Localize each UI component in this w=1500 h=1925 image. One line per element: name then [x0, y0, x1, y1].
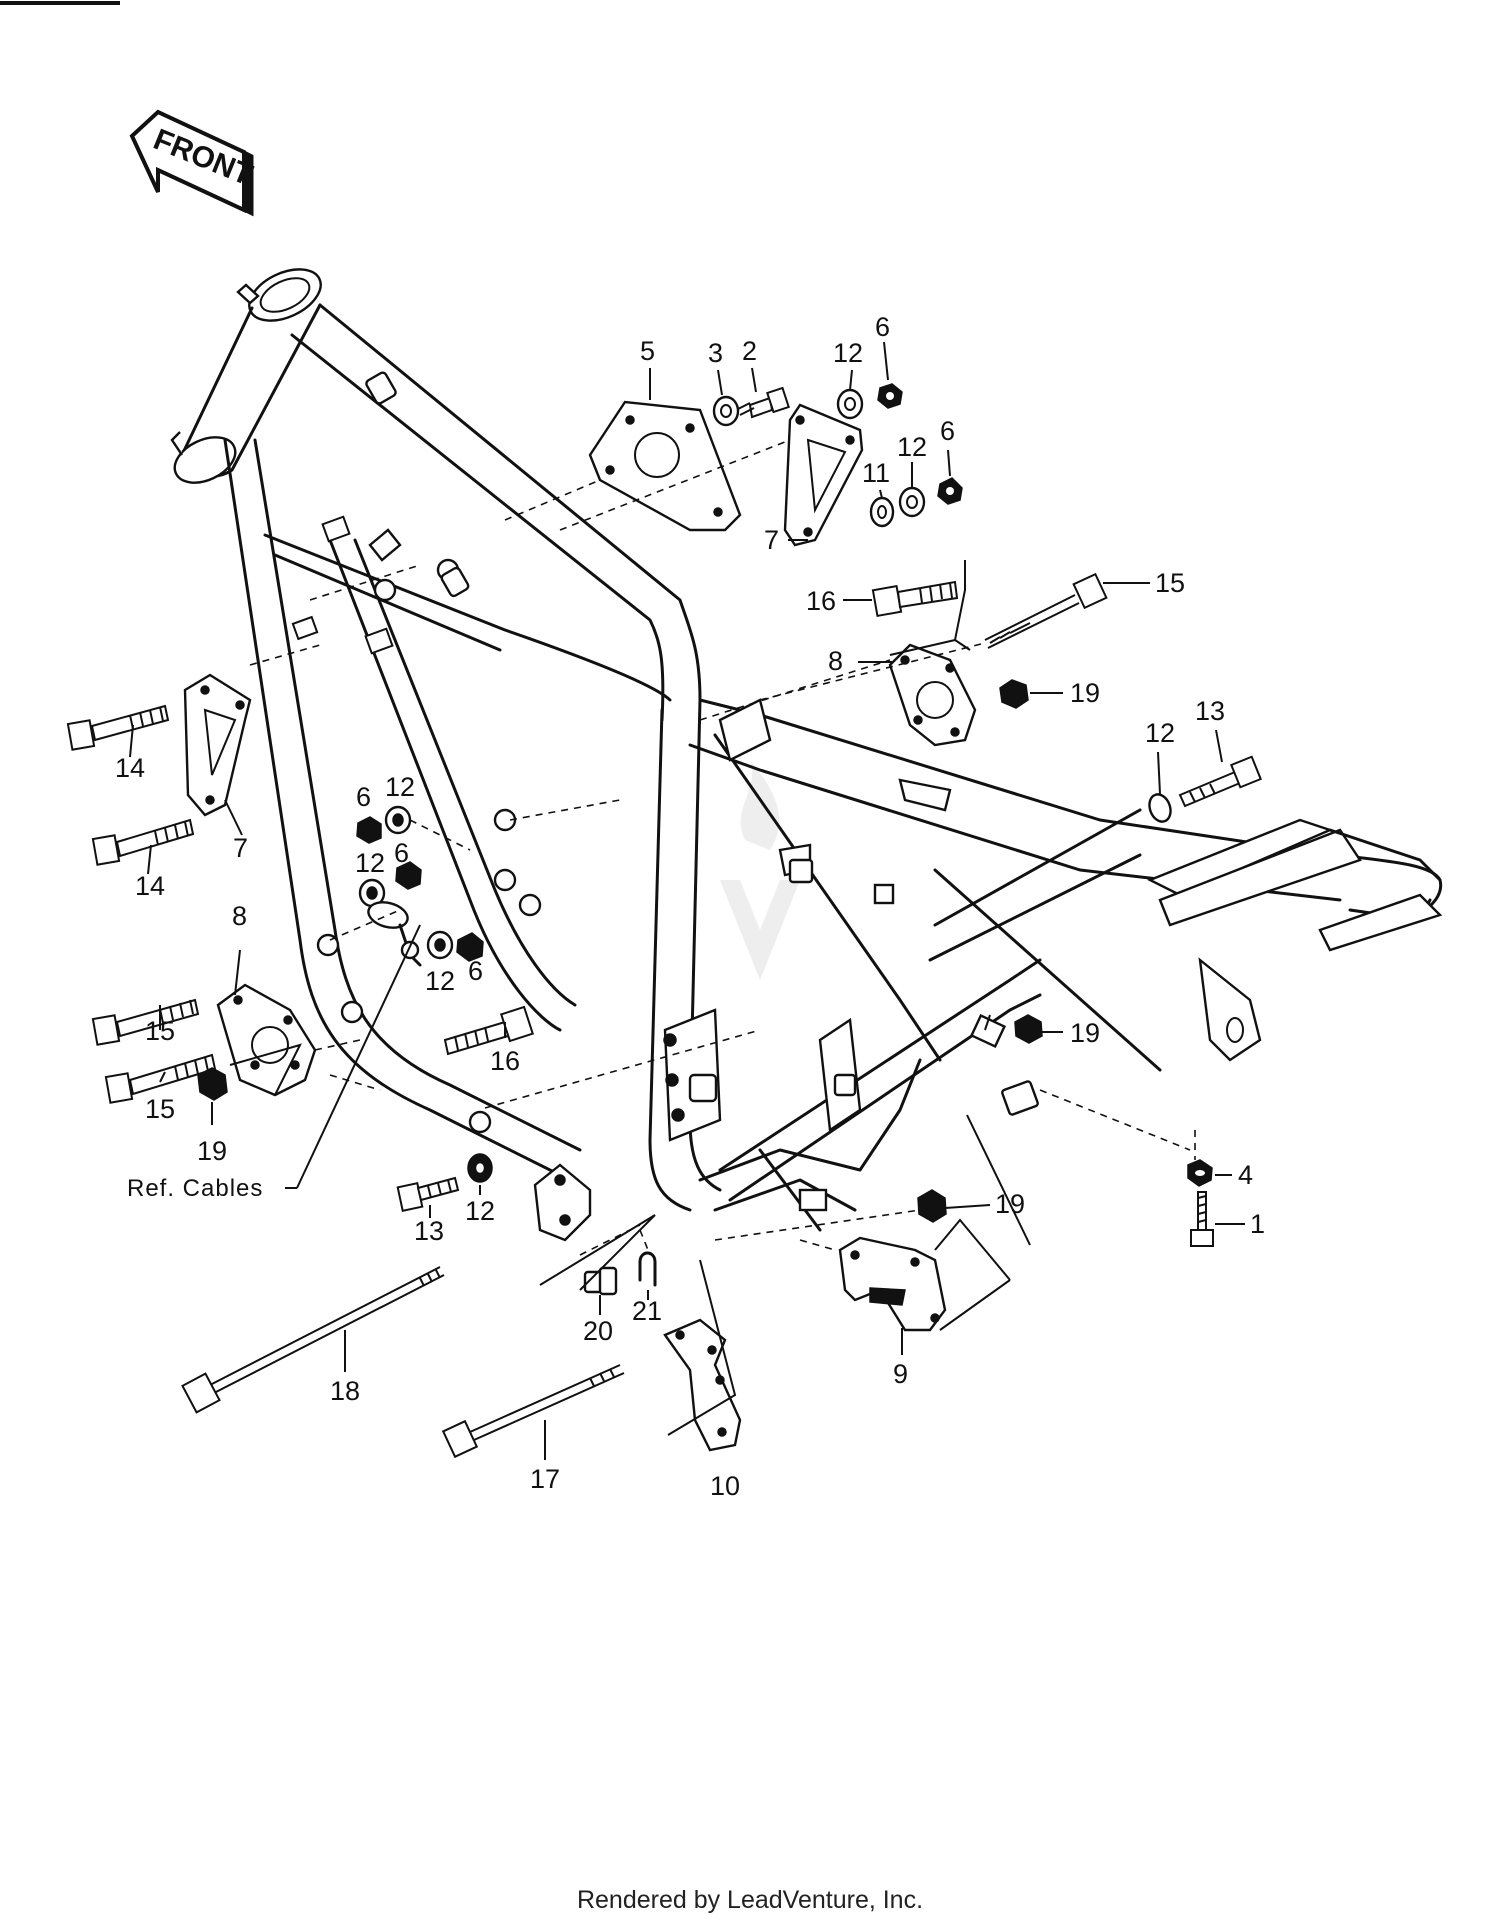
callout-18: 18: [330, 1376, 360, 1406]
washer-11: [869, 496, 895, 528]
reference-label: Ref. Cables: [127, 1175, 263, 1202]
engine-bracket-9: [838, 1236, 947, 1332]
callout-12: 12: [425, 966, 455, 996]
callout-15: 15: [145, 1094, 175, 1124]
callout-12: 12: [833, 338, 863, 368]
callout-15: 15: [145, 1016, 175, 1046]
clip-21: [638, 1251, 657, 1287]
washer-12-top: [836, 388, 864, 420]
bolt-16-upper: [871, 580, 959, 618]
nut-6-left-a: [356, 816, 382, 844]
callout-19: 19: [1070, 1018, 1100, 1048]
callout-5: 5: [640, 336, 655, 366]
bolt-14-lower: [91, 818, 195, 866]
callout-6: 6: [940, 416, 955, 446]
nut-19-upper: [999, 679, 1029, 709]
bolt-17: [441, 1364, 625, 1459]
leader-lines: [129, 341, 1245, 1460]
nut-6-mid: [937, 477, 963, 505]
motorcycle-frame: [170, 268, 1443, 1232]
washer-12-left-a: [384, 805, 412, 835]
bolt-1: [1190, 1191, 1214, 1247]
callout-3: 3: [708, 338, 723, 368]
callout-17: 17: [530, 1464, 560, 1494]
nut-6-left-c: [456, 932, 484, 962]
callout-8: 8: [828, 646, 843, 676]
washer-12-left-c: [426, 930, 454, 960]
bolt-15-upper: [984, 572, 1108, 649]
callout-6: 6: [356, 782, 371, 812]
nut-6-left-b: [395, 861, 422, 890]
callout-12: 12: [385, 772, 415, 802]
cable-clamp: [367, 901, 422, 967]
callout-15: 15: [1155, 568, 1185, 598]
callout-7: 7: [233, 833, 248, 863]
callout-19: 19: [197, 1136, 227, 1166]
callout-4: 4: [1238, 1160, 1253, 1190]
engine-bracket-left-7: [183, 673, 252, 817]
callout-12: 12: [897, 432, 927, 462]
nut-4: [1187, 1159, 1213, 1187]
callout-16: 16: [806, 586, 836, 616]
callout-14: 14: [115, 753, 145, 783]
callout-12: 12: [355, 848, 385, 878]
callout-6: 6: [394, 838, 409, 868]
bolt-13-left: [396, 1176, 460, 1213]
nut-20: [583, 1266, 618, 1296]
nut-19-mid: [1014, 1014, 1043, 1044]
callout-14: 14: [135, 871, 165, 901]
bracket-lower-left: [533, 1163, 592, 1242]
callout-20: 20: [583, 1316, 613, 1346]
callout-13: 13: [1195, 696, 1225, 726]
callout-11: 11: [862, 458, 890, 488]
footer-credit: Rendered by LeadVenture, Inc.: [577, 1886, 923, 1914]
engine-bracket-upper-5: [588, 400, 742, 532]
callout-13: 13: [414, 1216, 444, 1246]
front-arrow-icon: FRONT: [129, 109, 257, 217]
washer-12-left-b: [358, 878, 386, 908]
bolt-13-right: [1178, 755, 1262, 808]
callout-19: 19: [995, 1189, 1025, 1219]
engine-bracket-10: [663, 1318, 742, 1452]
watermark: [720, 760, 800, 980]
callout-10: 10: [710, 1471, 740, 1501]
callout-6: 6: [468, 956, 483, 986]
washer-12-mid: [898, 486, 926, 518]
nut-19-left: [197, 1067, 228, 1101]
washer-12-right: [1148, 793, 1172, 823]
washer-12-lower: [467, 1153, 493, 1183]
callout-19: 19: [1070, 678, 1100, 708]
callout-21: 21: [632, 1296, 662, 1326]
engine-plate-8-right: [888, 643, 977, 747]
bolt-2: [735, 386, 790, 419]
bolt-14-upper: [66, 704, 170, 751]
callout-2: 2: [742, 336, 757, 366]
nut-6-top: [877, 383, 903, 409]
callout-7: 7: [764, 525, 779, 555]
callout-9: 9: [893, 1359, 908, 1389]
callouts: 5 3 2 12 6 11 12 6 7 16 15 8 19 12 13 14…: [115, 312, 1265, 1501]
callout-6: 6: [875, 312, 890, 342]
callout-16: 16: [490, 1046, 520, 1076]
callout-1: 1: [1250, 1209, 1265, 1239]
callout-12: 12: [465, 1196, 495, 1226]
bolt-15-left-upper: [91, 998, 200, 1046]
engine-bracket-upper-7: [783, 403, 864, 547]
callout-12: 12: [1145, 718, 1175, 748]
engine-plate-8-left: [216, 983, 317, 1097]
bolt-18: [181, 1266, 445, 1414]
washer-3: [712, 395, 740, 427]
callout-8: 8: [232, 901, 247, 931]
nut-19-lower: [917, 1189, 947, 1223]
